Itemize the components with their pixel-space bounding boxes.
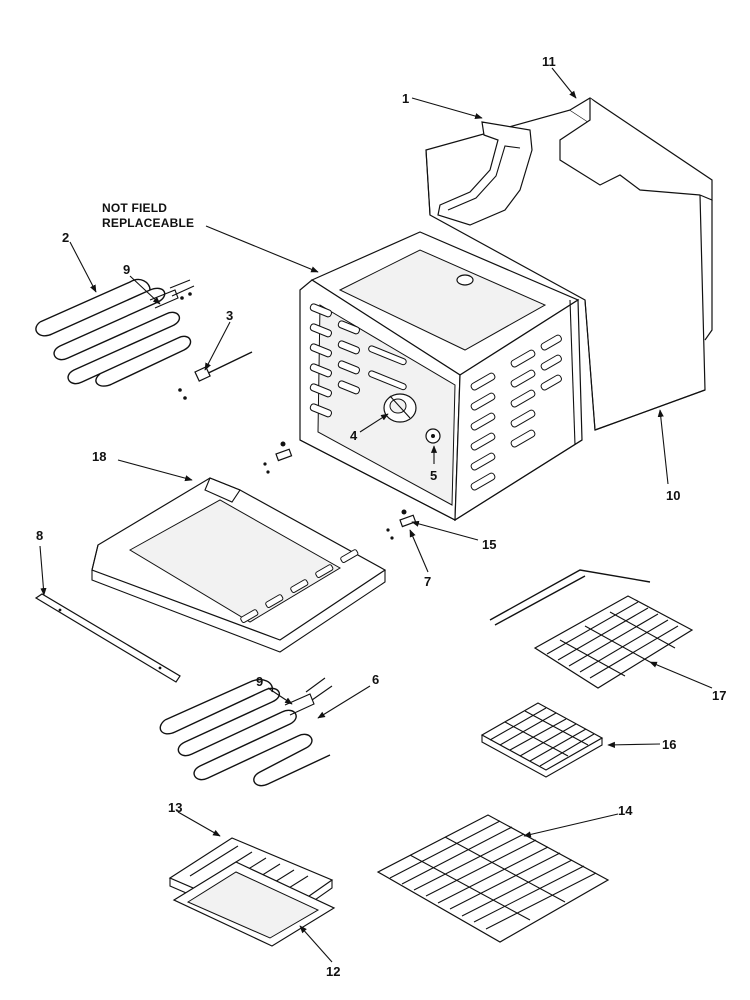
callout-9-top: 9: [123, 262, 130, 277]
tray-front-slots: [240, 549, 359, 623]
callout-4: 4: [350, 428, 358, 443]
convection-fan: [383, 393, 417, 423]
callout-9-bottom: 9: [256, 674, 263, 689]
note-line-2: REPLACEABLE: [102, 216, 194, 230]
mounting-screws: [263, 441, 417, 540]
rack-slide: [489, 569, 694, 689]
callout-2: 2: [62, 230, 69, 245]
trim-strip: [34, 593, 181, 683]
callout-12: 12: [326, 964, 340, 979]
callout-8: 8: [36, 528, 43, 543]
bottom-tray: [91, 477, 387, 653]
broiler-pan: [172, 861, 336, 947]
top-strap: [437, 121, 533, 226]
oven-light: [425, 428, 441, 444]
callout-6: 6: [372, 672, 379, 687]
callout-15: 15: [482, 537, 496, 552]
half-rack: [480, 702, 604, 778]
callout-13: 13: [168, 800, 182, 815]
callout-14: 14: [618, 803, 633, 818]
callout-5: 5: [430, 468, 437, 483]
temperature-sensor: [178, 351, 253, 400]
bake-element: [159, 677, 333, 787]
callout-labels: NOT FIELD REPLACEABLE 1 11 2 9 3 4 5 10 …: [36, 54, 726, 979]
callout-11: 11: [542, 54, 556, 69]
callout-10: 10: [666, 488, 680, 503]
callout-3: 3: [226, 308, 233, 323]
leader-lines: [39, 67, 713, 963]
callout-18: 18: [92, 449, 106, 464]
callout-17: 17: [712, 688, 726, 703]
oven-rack: [376, 814, 610, 943]
callout-7: 7: [424, 574, 431, 589]
broil-element: [35, 278, 195, 387]
callout-1: 1: [402, 91, 409, 106]
right-side-vents: [470, 334, 562, 491]
left-side-vents: [309, 303, 407, 418]
note-line-1: NOT FIELD: [102, 201, 167, 215]
callout-16: 16: [662, 737, 676, 752]
